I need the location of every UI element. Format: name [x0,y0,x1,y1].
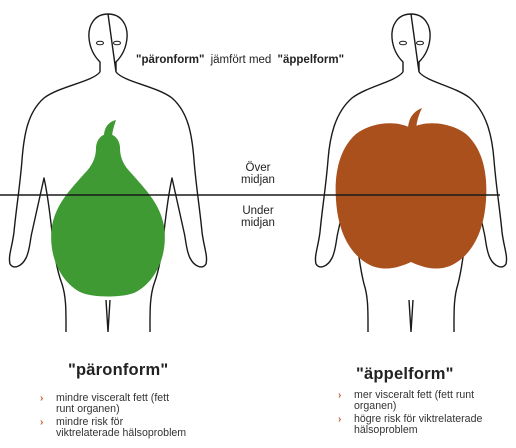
header-label: "päronform" jämfört med "äppelform" [136,54,344,66]
header-connector: jämfört med [211,54,272,66]
left-eye-left [97,41,104,45]
apple-point-2: › högre risk för viktrelaterade hälsopro… [336,414,514,435]
pear-shape [51,134,165,297]
right-eye-right [417,41,424,45]
right-eye-left [400,41,407,45]
pear-point-1-line2: runt organen) [56,404,238,415]
pear-point-2-line2: viktrelaterade hälsoproblem [56,428,238,439]
above-waist-line2: midjan [226,174,290,186]
below-waist-line2: midjan [226,217,290,229]
below-waist-label: Under midjan [226,205,290,229]
right-crotch-outline [409,300,413,332]
apple-heading: "äppelform" [356,366,454,383]
pear-stem [104,120,116,138]
chevron-right-icon: › [338,391,341,401]
apple-point-2-line2: hälsoproblem [354,425,514,436]
apple-point-1-line1: mer visceralt fett (fett runt [354,390,514,401]
apple-point-1: › mer visceralt fett (fett runt organen) [336,390,514,411]
chevron-right-icon: › [40,418,43,428]
pear-point-1-line1: mindre visceralt fett (fett [56,393,238,404]
pear-point-1: › mindre visceralt fett (fett runt organ… [38,393,238,414]
left-eye-right [114,41,121,45]
chevron-right-icon: › [40,394,43,404]
pear-heading: "päronform" [68,362,168,379]
chevron-right-icon: › [338,415,341,425]
apple-point-1-line2: organen) [354,401,514,412]
pear-points-list: › mindre visceralt fett (fett runt organ… [38,393,238,441]
pear-point-2: › mindre risk för viktrelaterade hälsopr… [38,417,238,438]
header-right-term: "äppelform" [278,54,345,66]
below-waist-line1: Under [226,205,290,217]
apple-shape [336,123,487,268]
left-head-outline [89,14,127,72]
apple-points-list: › mer visceralt fett (fett runt organen)… [336,390,514,438]
header-left-term: "päronform" [136,54,204,66]
above-waist-label: Över midjan [226,162,290,186]
right-head-outline [392,14,430,72]
left-crotch-outline [106,300,110,332]
above-waist-line1: Över [226,162,290,174]
